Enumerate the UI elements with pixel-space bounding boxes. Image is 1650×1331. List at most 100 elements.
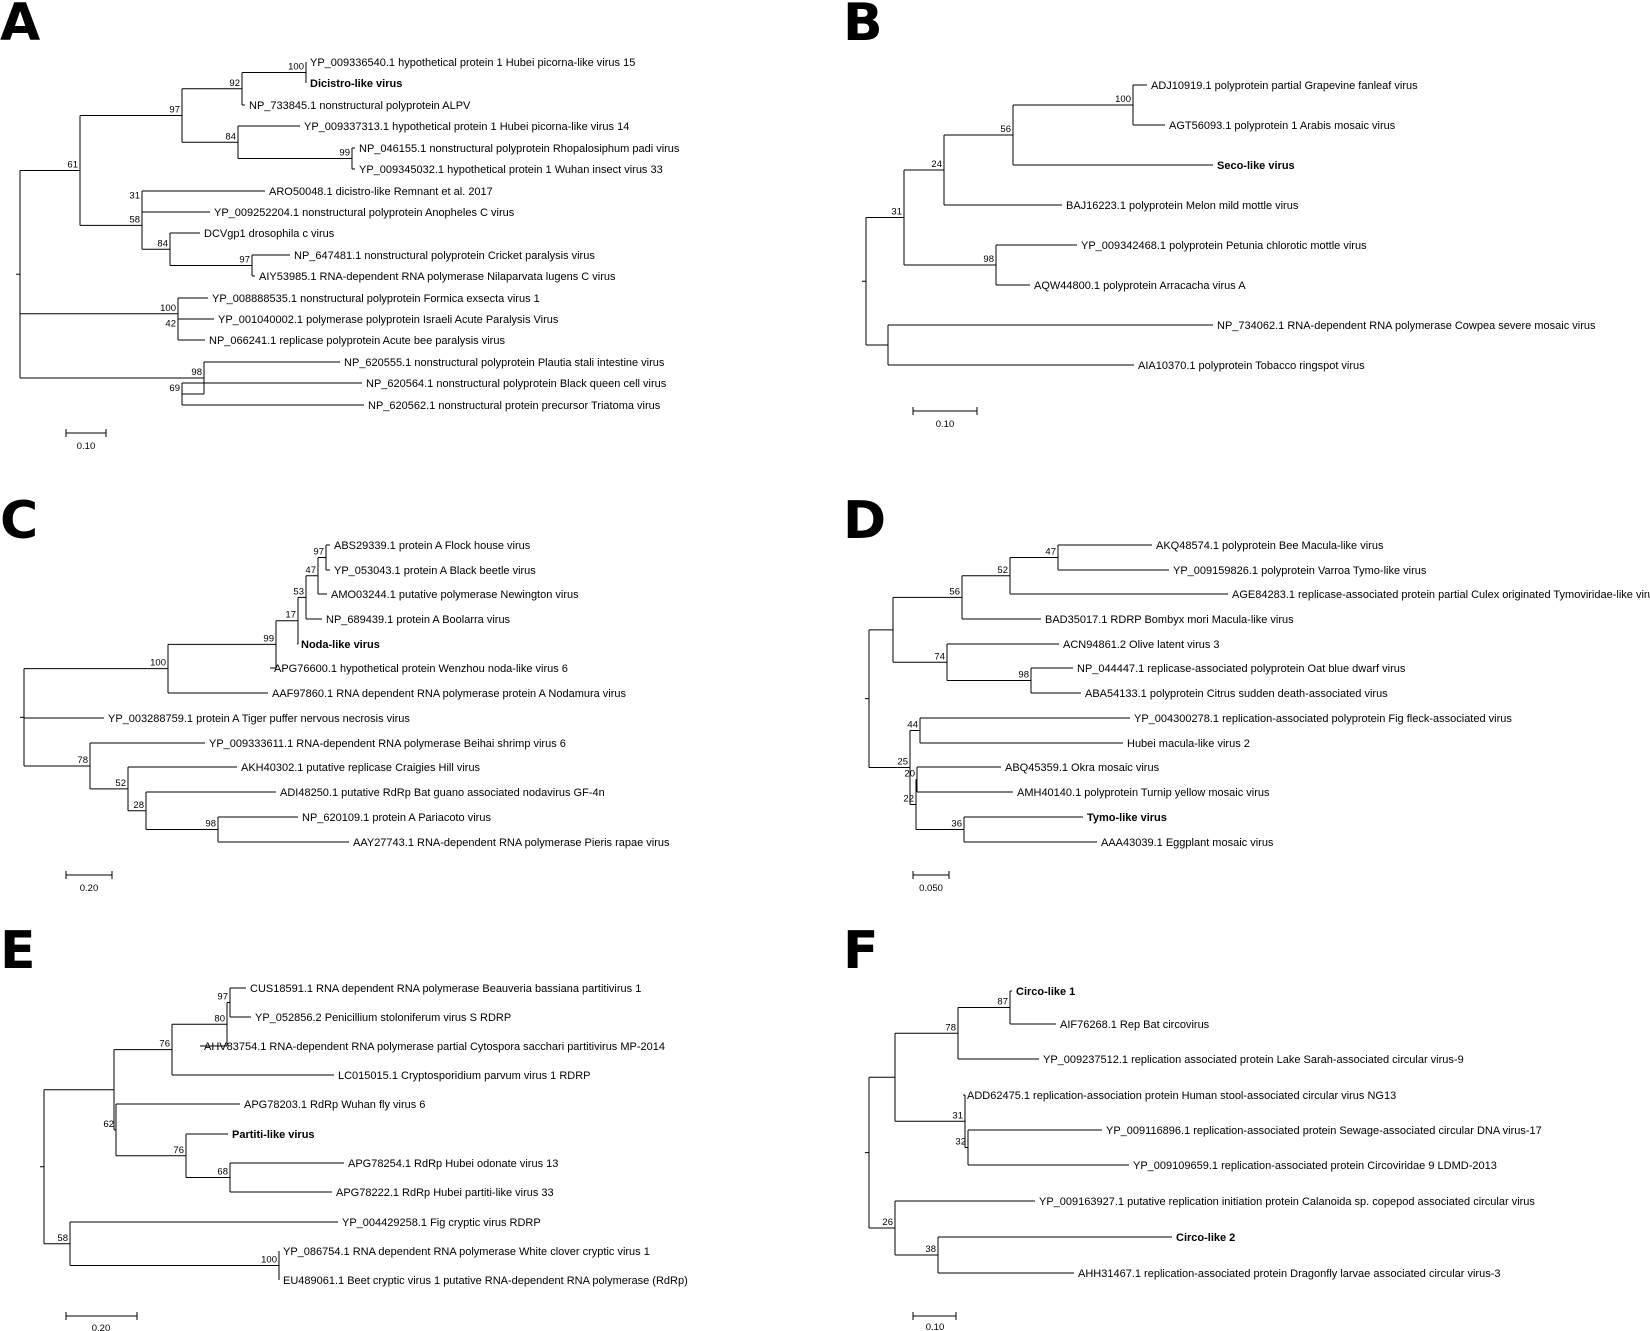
bootstrap-value: 47: [1045, 547, 1056, 558]
taxon-label: YP_009345032.1 hypothetical protein 1 Wu…: [359, 164, 663, 176]
bootstrap-value: 25: [897, 757, 908, 768]
bootstrap-value: 17: [285, 610, 296, 621]
taxon-label: ADD62475.1 replication-association prote…: [967, 1090, 1396, 1102]
taxon-label: NP_647481.1 nonstructural polyprotein Cr…: [294, 250, 595, 262]
bootstrap-value: 68: [217, 1167, 228, 1178]
scale-bar-e: 0.20: [65, 1312, 138, 1331]
taxon-label: AHH31467.1 replication-associated protei…: [1078, 1268, 1501, 1280]
taxon-label: YP_001040002.1 polymerase polyprotein Is…: [218, 314, 559, 326]
taxon-label: YP_008888535.1 nonstructural polyprotein…: [212, 293, 540, 305]
bootstrap-value: 26: [882, 1217, 893, 1228]
bootstrap-value: 84: [225, 131, 236, 142]
scale-label-d: 0.050: [919, 883, 943, 894]
taxon-label: AMO03244.1 putative polymerase Newington…: [331, 589, 579, 601]
taxon-label: YP_004300278.1 replication-associated po…: [1134, 713, 1512, 725]
query-sequence-label: Circo-like 1: [1016, 986, 1075, 998]
taxon-label: AKH40302.1 putative replicase Craigies H…: [241, 762, 481, 774]
taxon-label: BAJ16223.1 polyprotein Melon mild mottle…: [1066, 200, 1299, 212]
taxon-label: AAA43039.1 Eggplant mosaic virus: [1101, 837, 1274, 849]
taxon-label: AGT56093.1 polyprotein 1 Arabis mosaic v…: [1169, 120, 1396, 132]
bootstrap-value: 100: [160, 303, 176, 314]
tree-panel-e: CUS18591.1 RNA dependent RNA polymerase …: [40, 983, 688, 1287]
bootstrap-value: 22: [903, 794, 914, 805]
taxon-label: YP_009163927.1 putative replication init…: [1039, 1196, 1535, 1208]
panel-letter-e: E: [0, 921, 36, 981]
bootstrap-value: 97: [239, 255, 250, 266]
bootstrap-value: 78: [945, 1022, 956, 1033]
taxon-label: AIA10370.1 polyprotein Tobacco ringspot …: [1138, 360, 1365, 372]
bootstrap-value: 74: [934, 651, 945, 662]
taxon-label: AIF76268.1 Rep Bat circovirus: [1060, 1019, 1210, 1031]
taxon-label: ACN94861.2 Olive latent virus 3: [1063, 639, 1220, 651]
taxon-label: APG78222.1 RdRp Hubei partiti-like virus…: [336, 1187, 554, 1199]
taxon-label: YP_009333611.1 RNA-dependent RNA polymer…: [209, 738, 566, 750]
taxon-label: AAY27743.1 RNA-dependent RNA polymerase …: [353, 837, 670, 849]
tree-panel-b: ADJ10919.1 polyprotein partial Grapevine…: [862, 80, 1596, 372]
taxon-label: NP_689439.1 protein A Boolarra virus: [326, 614, 511, 626]
taxon-label: APG76600.1 hypothetical protein Wenzhou …: [274, 663, 568, 675]
bootstrap-value: 98: [983, 254, 994, 265]
query-sequence-label: Partiti-like virus: [232, 1129, 315, 1141]
bootstrap-value: 36: [951, 819, 962, 830]
taxon-label: EU489061.1 Beet cryptic virus 1 putative…: [283, 1275, 688, 1287]
taxon-label: YP_009252204.1 nonstructural polyprotein…: [214, 207, 515, 219]
bootstrap-value: 62: [103, 1119, 114, 1130]
panel-letter-d: D: [843, 491, 886, 551]
taxon-label: Hubei macula-like virus 2: [1127, 738, 1250, 750]
scale-label-b: 0.10: [936, 419, 955, 430]
scale-bar-a: 0.10: [65, 429, 107, 452]
scale-bar-f: 0.10: [912, 1312, 957, 1331]
taxon-label: ABA54133.1 polyprotein Citrus sudden dea…: [1085, 688, 1388, 700]
bootstrap-value: 99: [339, 148, 350, 159]
scale-bar-c: 0.20: [65, 871, 113, 894]
bootstrap-value: 98: [191, 367, 202, 378]
panel-letter-c: C: [0, 491, 38, 551]
taxon-label: APG78203.1 RdRp Wuhan fly virus 6: [244, 1099, 425, 1111]
taxon-label: AAF97860.1 RNA dependent RNA polymerase …: [272, 688, 627, 700]
taxon-label: NP_620109.1 protein A Pariacoto virus: [302, 812, 491, 824]
taxon-label: YP_053043.1 protein A Black beetle virus: [334, 565, 536, 577]
scale-label-e: 0.20: [92, 1323, 111, 1331]
query-sequence-label: Noda-like virus: [301, 639, 380, 651]
bootstrap-value: 97: [313, 547, 324, 558]
taxon-label: YP_009237512.1 replication associated pr…: [1043, 1054, 1464, 1066]
bootstrap-value: 31: [129, 191, 140, 202]
bootstrap-value: 100: [288, 62, 304, 73]
panel-e: E CUS18591.1 RNA dependent RNA polymeras…: [0, 921, 688, 1331]
taxon-label: YP_086754.1 RNA dependent RNA polymerase…: [283, 1246, 650, 1258]
query-sequence-label: Seco-like virus: [1217, 160, 1295, 172]
bootstrap-value: 56: [949, 586, 960, 597]
query-sequence-label: Circo-like 2: [1176, 1232, 1235, 1244]
panel-b: B ADJ10919.1 polyprotein partial Grapevi…: [843, 0, 1596, 430]
bootstrap-value: 58: [57, 1233, 68, 1244]
taxon-label: YP_009109659.1 replication-associated pr…: [1133, 1160, 1497, 1172]
taxon-label: NP_733845.1 nonstructural polyprotein AL…: [249, 100, 471, 112]
bootstrap-value: 52: [115, 778, 126, 789]
taxon-label: ABQ45359.1 Okra mosaic virus: [1005, 762, 1160, 774]
taxon-label: YP_003288759.1 protein A Tiger puffer ne…: [108, 713, 410, 725]
taxon-label: NP_044447.1 replicase-associated polypro…: [1077, 663, 1406, 675]
bootstrap-value: 53: [293, 586, 304, 597]
bootstrap-value: 69: [169, 383, 180, 394]
panel-letter-b: B: [843, 0, 883, 53]
taxon-label: YP_009116896.1 replication-associated pr…: [1106, 1125, 1542, 1137]
bootstrap-value: 100: [1115, 94, 1131, 105]
taxon-label: NP_046155.1 nonstructural polyprotein Rh…: [359, 143, 680, 155]
panel-a: A YP_009336540.1 hypothetical protein 1 …: [0, 0, 680, 452]
tree-panel-f: Circo-like 1 AIF76268.1 Rep Bat circoviru…: [865, 986, 1542, 1280]
bootstrap-value: 61: [67, 159, 78, 170]
scale-label-a: 0.10: [77, 441, 96, 452]
bootstrap-value: 100: [261, 1255, 277, 1266]
taxon-label: NP_620564.1 nonstructural polyprotein Bl…: [366, 378, 667, 390]
bootstrap-value: 56: [1000, 124, 1011, 135]
taxon-label: AHV83754.1 RNA-dependent RNA polymerase …: [204, 1041, 665, 1053]
bootstrap-value: 44: [907, 720, 918, 731]
bootstrap-value: 97: [169, 105, 180, 116]
bootstrap-value: 24: [931, 159, 942, 170]
query-sequence-label: Tymo-like virus: [1087, 812, 1167, 824]
taxon-label: AGE84283.1 replicase-associated protein …: [1232, 589, 1650, 601]
bootstrap-value: 38: [925, 1244, 936, 1255]
taxon-label: YP_004429258.1 Fig cryptic virus RDRP: [342, 1217, 541, 1229]
